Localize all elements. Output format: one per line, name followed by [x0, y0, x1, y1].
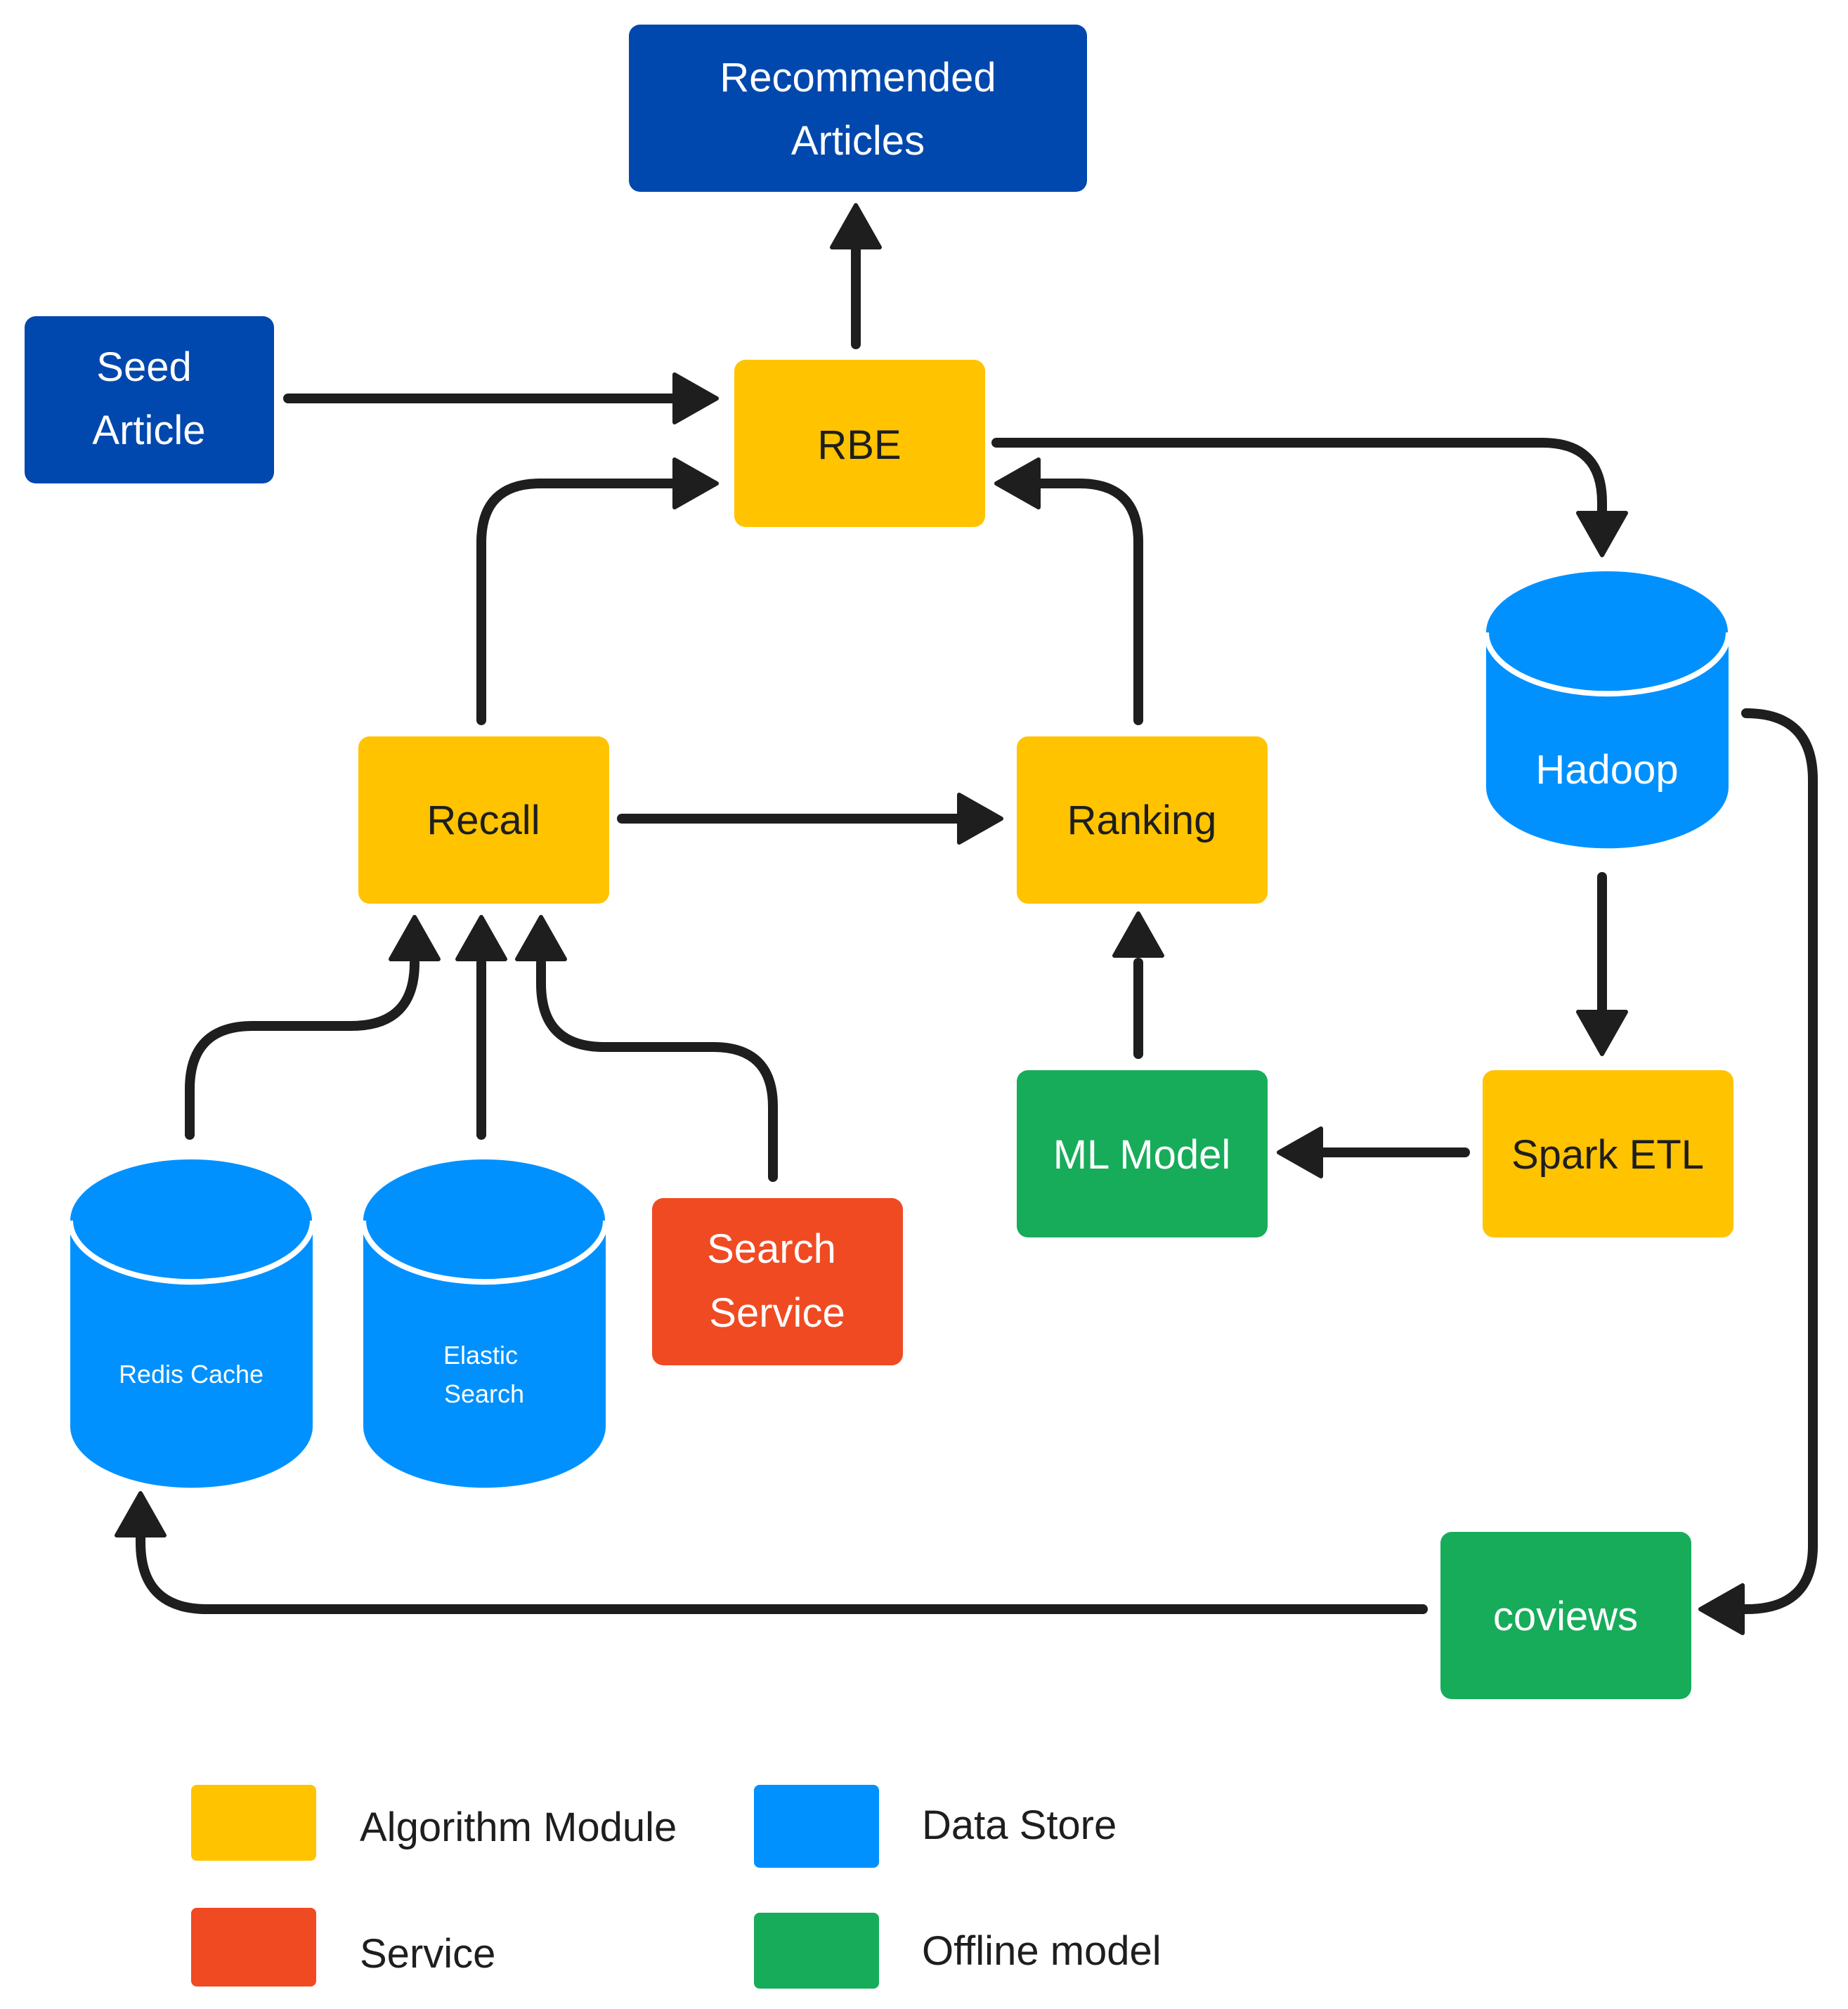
arrowhead-left-ranking: [994, 457, 1041, 509]
search-service-line1: Search: [707, 1226, 836, 1272]
arrow-coviews-to-redis: [136, 1527, 1428, 1614]
node-spark-etl: Spark ETL: [1483, 1070, 1733, 1237]
node-redis-cache: Redis Cache: [67, 1159, 315, 1488]
recommended-articles-line1: Recommended: [720, 55, 996, 100]
rbe-label: RBE: [817, 422, 901, 468]
node-seed-article: Seed Article: [25, 316, 274, 483]
ml-model-label: ML Model: [1053, 1132, 1231, 1178]
legend-swatch-offline-model: [754, 1913, 879, 1989]
node-elastic-search: Elastic Search: [360, 1159, 609, 1488]
legend-label-algorithm: Algorithm Module: [360, 1805, 677, 1850]
hadoop-label: Hadoop: [1535, 747, 1678, 793]
arrow-ranking-to-rbe: [1033, 479, 1143, 725]
arrow-rbe-to-hadoop: [991, 438, 1607, 525]
spark-etl-label: Spark ETL: [1511, 1132, 1704, 1178]
node-search-service: Search Service: [652, 1198, 903, 1365]
arrow-hadoop-to-coviews: [1734, 708, 1818, 1614]
arrow-redis-to-recall: [185, 958, 419, 1140]
redis-cache-label: Redis Cache: [119, 1360, 263, 1389]
recall-label: Recall: [427, 798, 540, 843]
seed-article-line1: Seed: [96, 344, 191, 390]
search-service-line2: Service: [709, 1290, 845, 1336]
legend-swatch-data-store: [754, 1785, 879, 1868]
arrowhead-right-ranking: [957, 793, 1003, 845]
recommended-articles-line2: Articles: [791, 118, 925, 164]
ranking-label: Ranking: [1067, 798, 1217, 843]
node-hadoop: Hadoop: [1483, 571, 1731, 849]
legend-label-offline-model: Offline model: [922, 1928, 1161, 1974]
node-rbe: RBE: [734, 360, 985, 527]
arrowhead-left-coviews: [1698, 1583, 1745, 1635]
arrowhead-up-recall-elastic: [455, 915, 507, 961]
node-ranking: Ranking: [1017, 736, 1268, 904]
arrowhead-up-recommended: [830, 203, 882, 249]
arrowhead-up-recall-search: [515, 915, 567, 961]
node-recall: Recall: [358, 736, 609, 904]
node-recommended-articles: Recommended Articles: [629, 25, 1087, 192]
arrowhead-up-recall-redis: [389, 915, 441, 961]
legend-label-data-store: Data Store: [922, 1802, 1117, 1848]
legend: Algorithm Module Data Store Service Offl…: [191, 1785, 1161, 1989]
elastic-search-line2: Search: [444, 1379, 524, 1408]
arrowhead-down-spark: [1576, 1010, 1628, 1056]
arrowhead-up-redis: [115, 1491, 167, 1537]
arrow-search-to-recall: [536, 958, 778, 1182]
legend-swatch-service: [191, 1908, 316, 1987]
seed-article-line2: Article: [92, 408, 205, 453]
elastic-search-line1: Elastic: [443, 1341, 518, 1370]
arrowhead-right-seed: [672, 372, 719, 424]
legend-label-service: Service: [360, 1931, 495, 1977]
arrowhead-right-recall: [672, 457, 719, 509]
arrow-recall-to-rbe: [476, 479, 683, 725]
coviews-label: coviews: [1493, 1594, 1638, 1639]
arrowhead-up-ranking: [1112, 911, 1164, 958]
node-coviews: coviews: [1440, 1532, 1691, 1699]
arrowhead-left-mlmodel: [1277, 1126, 1323, 1178]
arrowhead-down-hadoop: [1576, 511, 1628, 557]
node-ml-model: ML Model: [1017, 1070, 1268, 1237]
legend-swatch-algorithm: [191, 1785, 316, 1861]
